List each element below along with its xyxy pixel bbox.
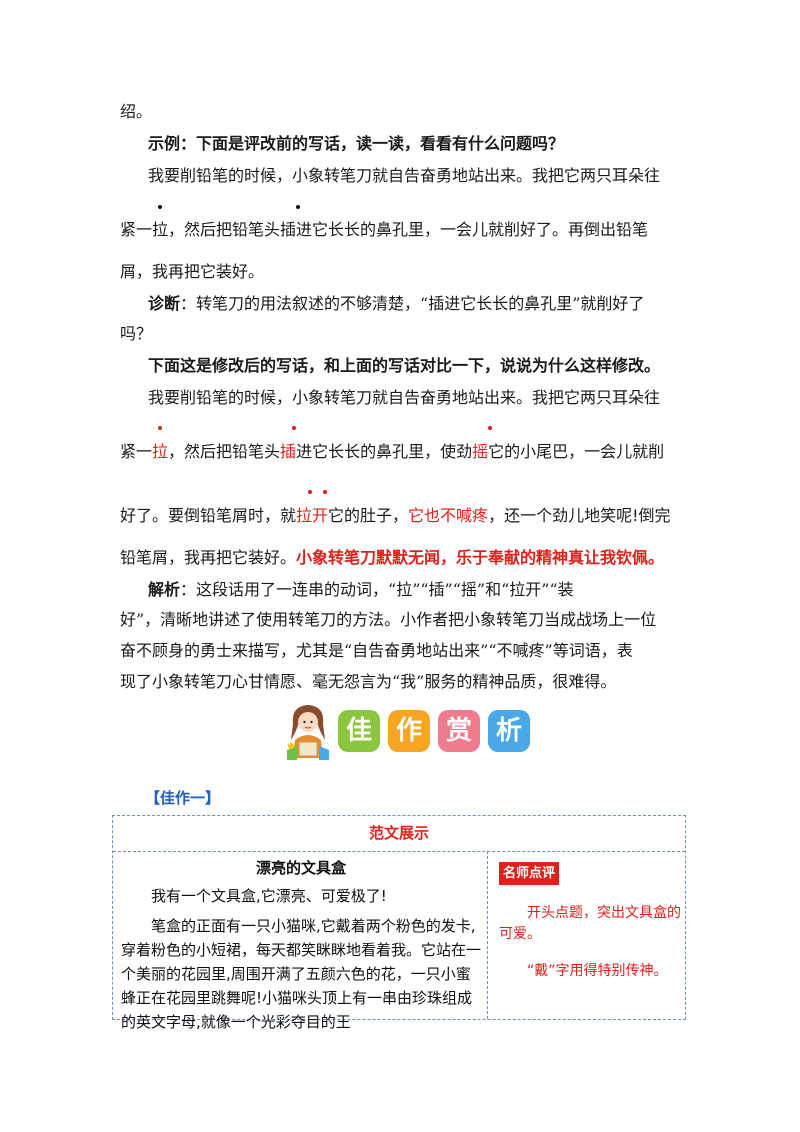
diagnosis-line-1: 诊断：转笔刀的用法叙述的不够清楚，“插进它长长的鼻孔里”就削好了: [148, 290, 685, 314]
after-line-1: 我要削铅笔的时候，小象转笔刀就自告奋勇地站出来。我把它两只耳朵往: [148, 388, 661, 407]
before-line-3: 屑，我再把它装好。: [120, 262, 265, 281]
appreciation-banner: 佳 作 赏 析: [283, 700, 543, 764]
section-label: 【佳作一】: [145, 789, 221, 807]
after-heading: 下面这是修改后的写话，和上面的写话对比一下，说说为什么这样修改。: [148, 356, 661, 375]
phrase-highlight: 小象转笔刀默默无闻，乐于奉献的精神真让我钦佩。: [296, 548, 665, 567]
emphasis-dot: [308, 490, 312, 494]
phrase-highlight: 它也不喊疼: [408, 506, 489, 525]
emphasis-dot: [158, 205, 162, 209]
analysis-line-4: 现了小象转笔刀心甘情愿、毫无怨言为“我”服务的精神品质，很难得。: [120, 672, 617, 691]
diagnosis-line-2: 吗？: [120, 324, 153, 343]
diagnosis-label: 诊断: [148, 294, 181, 313]
banner-tile: 赏: [438, 710, 480, 752]
before-line-2: 紧一拉，然后把铅笔头插进它长长的鼻孔里，一会儿就削好了。再倒出铅笔: [120, 220, 649, 239]
verb-highlight: 插: [280, 442, 297, 461]
essay-table: 范文展示 漂亮的文具盒 我有一个文具盒,它漂亮、可爱极了! 笔盒的正面有一只小猫…: [112, 815, 686, 1031]
after-line-4: 铅笔屑，我再把它装好。小象转笔刀默默无闻，乐于奉献的精神真让我钦佩。: [120, 548, 665, 567]
emphasis-dot: [323, 490, 327, 494]
analysis-line-3: 奋不顾身的勇士来描写，尤其是“自告奋勇地站出来”“不喊疼”等词语，表: [120, 641, 633, 660]
reading-girl-icon: [287, 705, 329, 760]
table-header: 范文展示: [113, 816, 685, 852]
verb-highlight: 拉: [152, 442, 169, 461]
analysis-line-1: 解析：这段话用了一连串的动词，“拉”“插”“摇”和“拉开”“装: [148, 580, 574, 599]
banner-tile: 佳: [338, 710, 380, 752]
comment-text: 开头点题，突出文具盒的可爱。: [499, 905, 681, 942]
verb-highlight: 拉开: [296, 506, 329, 525]
analysis-line-2: 好”，清晰地讲述了使用转笔刀的方法。小作者把小象转笔刀当成战场上一位: [120, 610, 657, 629]
comment-column: 名师点评 开头点题，突出文具盒的可爱。 “戴”字用得特别传神。: [499, 862, 681, 982]
banner-tile: 析: [488, 710, 530, 752]
banner-tile: 作: [388, 710, 430, 752]
comment-badge: 名师点评: [499, 862, 560, 885]
essay-paragraph: 我有一个文具盒,它漂亮、可爱极了!: [151, 887, 387, 905]
after-line-2: 紧一拉，然后把铅笔头插进它长长的鼻孔里，使劲摇它的小尾巴，一会儿就削: [120, 442, 665, 461]
analysis-label: 解析: [148, 580, 181, 599]
after-line-3: 好了。要倒铅笔屑时，就拉开它的肚子，它也不喊疼，还一个劲儿地笑呢!倒完: [120, 506, 671, 525]
essay-title: 漂亮的文具盒: [255, 859, 346, 877]
intro-tail: 绍。: [120, 102, 153, 121]
essay-paragraph: 笔盒的正面有一只小猫咪,它戴着两个粉色的发卡,穿着粉色的小短裙，每天都笑眯眯地看…: [121, 917, 482, 1031]
emphasis-dot: [158, 426, 162, 430]
diagnosis-text: ：转笔刀的用法叙述的不够清楚，“插进它长长的鼻孔里”就削好了: [180, 294, 645, 313]
essay-column: 漂亮的文具盒 我有一个文具盒,它漂亮、可爱极了! 笔盒的正面有一只小猫咪,它戴着…: [121, 856, 481, 1034]
example-heading: 示例：下面是评改前的写话，读一读，看看有什么问题吗？: [148, 134, 565, 153]
emphasis-dot: [296, 205, 300, 209]
comment-text: “戴”字用得特别传神。: [527, 963, 668, 979]
emphasis-dot: [488, 426, 492, 430]
before-line-1: 我要削铅笔的时候，小象转笔刀就自告奋勇地站出来。我把它两只耳朵往: [148, 166, 661, 185]
verb-highlight: 摇: [472, 442, 489, 461]
emphasis-dot: [292, 426, 296, 430]
